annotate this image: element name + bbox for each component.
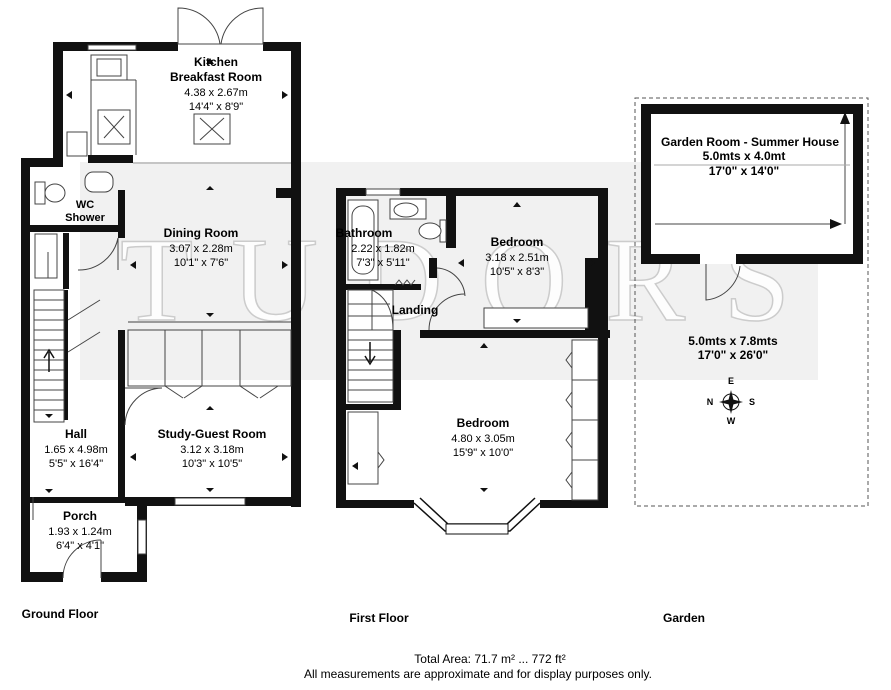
compass-s: S xyxy=(749,397,755,407)
dining-room-label: Dining Room 3.07 x 2.28m 10'1" x 7'6" xyxy=(164,226,239,269)
compass-n: N xyxy=(707,397,714,407)
kitchen-name-2: Breakfast Room xyxy=(170,70,262,84)
study-label: Study-Guest Room 3.12 x 3.18m 10'3" x 10… xyxy=(158,427,267,470)
wc-name: WC xyxy=(76,199,94,211)
bedroom-1-imperial: 15'9" x 10'0" xyxy=(453,447,513,459)
ground-floor-fittings xyxy=(32,7,292,579)
study-imperial: 10'3" x 10'5" xyxy=(182,458,242,470)
garden-area-metric: 5.0mts x 7.8mts xyxy=(688,334,778,348)
bedroom-1-name: Bedroom xyxy=(457,416,510,430)
bedroom-2-name: Bedroom xyxy=(491,235,544,249)
kitchen-label: Kitchen Breakfast Room 4.38 x 2.67m 14'4… xyxy=(170,55,262,113)
disclaimer: All measurements are approximate and for… xyxy=(304,667,652,681)
garden-label: Garden xyxy=(663,611,705,625)
compass: E N S W xyxy=(707,376,755,426)
first-floor-label: First Floor xyxy=(349,611,409,625)
landing-name: Landing xyxy=(392,303,439,317)
hall-metric: 1.65 x 4.98m xyxy=(44,444,108,456)
ground-floor-markers xyxy=(45,58,288,493)
hall-label: Hall 1.65 x 4.98m 5'5" x 16'4" xyxy=(44,427,108,470)
study-metric: 3.12 x 3.18m xyxy=(180,444,244,456)
bathroom-metric: 2.22 x 1.82m xyxy=(351,243,415,255)
bathroom-name: Bathroom xyxy=(336,226,393,240)
kitchen-name: Kitchen xyxy=(194,55,238,69)
bedroom-1-label: Bedroom 4.80 x 3.05m 15'9" x 10'0" xyxy=(451,416,515,459)
dining-room-name: Dining Room xyxy=(164,226,239,240)
first-floor-markers xyxy=(352,202,595,492)
porch-metric: 1.93 x 1.24m xyxy=(48,526,112,538)
bedroom-2-metric: 3.18 x 2.51m xyxy=(485,252,549,264)
garden: E N S W xyxy=(634,97,869,507)
bedroom-2-imperial: 10'5" x 8'3" xyxy=(490,266,544,278)
first-floor-walls xyxy=(336,188,610,508)
first-floor-fittings xyxy=(347,188,599,535)
garden-area-label: 5.0mts x 7.8mts 17'0" x 26'0" xyxy=(688,334,778,362)
porch-name: Porch xyxy=(63,509,97,523)
summer-house xyxy=(641,104,863,301)
porch-imperial: 6'4" x 4'1" xyxy=(56,540,104,552)
compass-e: E xyxy=(728,376,734,386)
ground-floor xyxy=(21,7,301,582)
kitchen-metric: 4.38 x 2.67m xyxy=(184,87,248,99)
study-name: Study-Guest Room xyxy=(158,427,267,441)
hall-name: Hall xyxy=(65,427,87,441)
compass-w: W xyxy=(727,416,736,426)
dining-room-metric: 3.07 x 2.28m xyxy=(169,243,233,255)
garden-area-imperial: 17'0" x 26'0" xyxy=(698,348,768,362)
hall-imperial: 5'5" x 16'4" xyxy=(49,458,103,470)
ground-floor-label: Ground Floor xyxy=(22,607,99,621)
dining-room-imperial: 10'1" x 7'6" xyxy=(174,257,228,269)
summer-house-label: Garden Room - Summer House 5.0mts x 4.0m… xyxy=(661,135,839,178)
porch-label: Porch 1.93 x 1.24m 6'4" x 4'1" xyxy=(48,509,112,552)
summer-house-metric: 5.0mts x 4.0mt xyxy=(703,149,786,163)
summer-house-imperial: 17'0" x 14'0" xyxy=(709,164,779,178)
bathroom-label: Bathroom 2.22 x 1.82m 7'3" x 5'11" xyxy=(336,226,415,269)
wc-label: WC Shower xyxy=(65,199,105,224)
bedroom-1-metric: 4.80 x 3.05m xyxy=(451,433,515,445)
summer-house-name: Garden Room - Summer House xyxy=(661,135,839,149)
bathroom-imperial: 7'3" x 5'11" xyxy=(356,257,409,269)
garden-boundary xyxy=(634,97,869,507)
wc-name-2: Shower xyxy=(65,212,105,224)
total-area: Total Area: 71.7 m² ... 772 ft² xyxy=(414,652,565,666)
bedroom-2-label: Bedroom 3.18 x 2.51m 10'5" x 8'3" xyxy=(485,235,549,278)
first-floor xyxy=(336,188,610,535)
kitchen-imperial: 14'4" x 8'9" xyxy=(189,101,243,113)
